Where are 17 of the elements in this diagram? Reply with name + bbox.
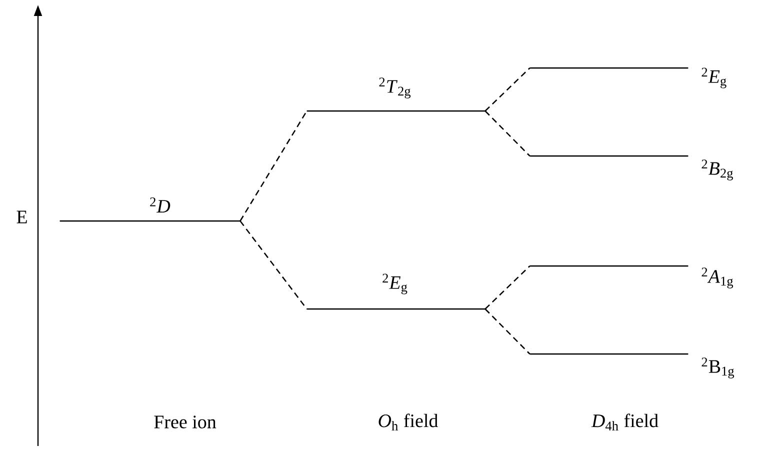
energy-level: $^{2}$E$_{g}$	[530, 67, 726, 88]
axis-label: E	[16, 210, 27, 224]
column-label: D$_{4h}$ field	[591, 414, 658, 430]
splitting-line	[240, 110, 308, 222]
splitting-line	[240, 220, 308, 310]
energy-level: $^{2}$B$_{1g}$	[530, 353, 734, 378]
energy-level: $^{2}$T$_{2g}$	[306, 78, 486, 112]
energy-level: $^{2}$D	[60, 197, 240, 222]
column-label: O$_{h}$ field	[378, 414, 438, 430]
energy-level: $^{2}$E$_{g}$	[306, 274, 486, 310]
splitting-line	[484, 308, 530, 354]
energy-level: $^{2}$A$_{1g}$	[530, 265, 734, 288]
splitting-line	[484, 110, 530, 156]
splitting-line	[484, 266, 530, 310]
column-label: Free ion	[154, 416, 216, 428]
energy-level: $^{2}$B$_{2g}$	[530, 155, 733, 180]
splitting-line	[484, 68, 530, 112]
